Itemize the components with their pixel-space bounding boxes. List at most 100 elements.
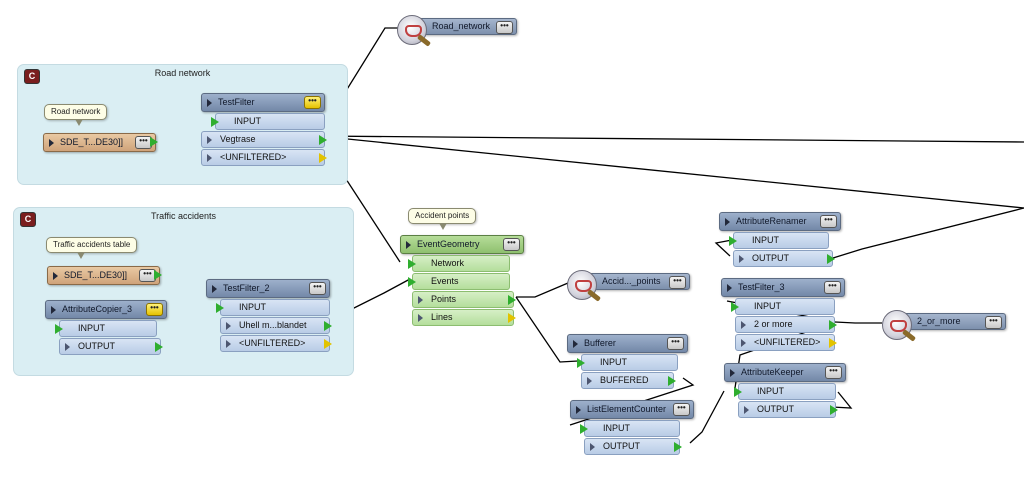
input-port-icon[interactable] [580, 424, 588, 434]
more-options-icon[interactable]: ••• [673, 403, 690, 416]
output-port[interactable]: <UNFILTERED> [220, 335, 332, 352]
output-port[interactable]: OUTPUT [59, 338, 163, 355]
writer-icon[interactable] [567, 270, 597, 300]
output-port[interactable]: OUTPUT [584, 438, 682, 455]
transformer-header[interactable]: AttributeRenamer ••• [719, 212, 841, 231]
reader-header[interactable]: SDE_T...DE30]] ••• [47, 266, 162, 285]
input-port[interactable]: INPUT [577, 354, 678, 371]
more-options-icon[interactable]: ••• [820, 215, 837, 228]
transformer-attributecopier[interactable]: AttributeCopier_3 ••• INPUT OUTPUT [45, 300, 167, 355]
more-options-icon[interactable]: ••• [824, 281, 841, 294]
more-options-icon[interactable]: ••• [669, 276, 686, 289]
output-port-icon[interactable] [827, 254, 835, 264]
input-port[interactable]: INPUT [731, 298, 835, 315]
output-port-icon[interactable] [668, 376, 676, 386]
more-options-icon[interactable]: ••• [496, 21, 513, 34]
input-port[interactable]: INPUT [734, 383, 836, 400]
transformer-testfilter-2[interactable]: TestFilter_2 ••• INPUT Uhell m...blandet… [206, 279, 332, 352]
more-options-icon[interactable]: ••• [139, 269, 156, 282]
output-port[interactable]: BUFFERED [581, 372, 676, 389]
expand-arrow-icon[interactable] [727, 284, 732, 292]
transformer-bufferer[interactable]: Bufferer ••• INPUT BUFFERED [567, 334, 688, 389]
transformer-listelementcounter[interactable]: ListElementCounter ••• INPUT OUTPUT [570, 400, 694, 455]
transformer-attributerenamer[interactable]: AttributeRenamer ••• INPUT OUTPUT [719, 212, 841, 267]
expand-arrow-icon[interactable] [590, 443, 595, 451]
transformer-header[interactable]: TestFilter_2 ••• [206, 279, 330, 298]
input-port-icon[interactable] [216, 303, 224, 313]
annotation-accident-points[interactable]: Accident points [408, 208, 477, 230]
writer-road-network[interactable]: Road_network ••• [397, 15, 517, 45]
reader-road-network[interactable]: SDE_T...DE30]] ••• [43, 133, 158, 152]
bookmark-icon[interactable]: C [24, 69, 40, 84]
writer-header[interactable]: Accid..._points ••• [587, 273, 690, 290]
input-port[interactable]: INPUT [55, 320, 157, 337]
transformer-eventgeometry[interactable]: EventGeometry ••• Network Events Points … [400, 235, 524, 326]
transformer-header[interactable]: AttributeCopier_3 ••• [45, 300, 167, 319]
input-port-icon[interactable] [211, 117, 219, 127]
writer-icon[interactable] [397, 15, 427, 45]
input-port-icon[interactable] [729, 236, 737, 246]
output-port-icon[interactable] [319, 135, 327, 145]
expand-arrow-icon[interactable] [739, 255, 744, 263]
output-port-icon[interactable] [508, 295, 516, 305]
expand-arrow-icon[interactable] [573, 340, 578, 348]
output-port[interactable]: Vegtrase [201, 131, 327, 148]
writer-icon[interactable] [882, 310, 912, 340]
expand-arrow-icon[interactable] [53, 272, 58, 280]
input-port[interactable]: Network [408, 255, 510, 272]
input-port-icon[interactable] [408, 259, 416, 269]
more-options-icon[interactable]: ••• [985, 316, 1002, 329]
input-port-icon[interactable] [408, 277, 416, 287]
expand-arrow-icon[interactable] [741, 321, 746, 329]
writer-header[interactable]: 2_or_more ••• [902, 313, 1006, 330]
input-port[interactable]: Events [408, 273, 510, 290]
more-options-icon[interactable]: ••• [146, 303, 163, 316]
output-port-icon[interactable] [829, 338, 837, 348]
bookmark-icon[interactable]: C [20, 212, 36, 227]
output-port-icon[interactable] [324, 339, 332, 349]
output-port-icon[interactable] [829, 320, 837, 330]
more-options-icon[interactable]: ••• [503, 238, 520, 251]
expand-arrow-icon[interactable] [406, 241, 411, 249]
output-port[interactable]: Lines [412, 309, 516, 326]
transformer-header[interactable]: Bufferer ••• [567, 334, 688, 353]
expand-arrow-icon[interactable] [418, 314, 423, 322]
annotation-road-network[interactable]: Road network [44, 104, 108, 126]
transformer-header[interactable]: EventGeometry ••• [400, 235, 524, 254]
output-port-icon[interactable] [150, 137, 158, 147]
expand-arrow-icon[interactable] [744, 406, 749, 414]
expand-arrow-icon[interactable] [725, 218, 730, 226]
writer-accid-points[interactable]: Accid..._points ••• [567, 270, 690, 300]
expand-arrow-icon[interactable] [51, 306, 56, 314]
output-port-icon[interactable] [155, 342, 163, 352]
expand-arrow-icon[interactable] [207, 99, 212, 107]
expand-arrow-icon[interactable] [49, 139, 54, 147]
reader-header[interactable]: SDE_T...DE30]] ••• [43, 133, 158, 152]
writer-header[interactable]: Road_network ••• [417, 18, 517, 35]
more-options-icon[interactable]: ••• [667, 337, 684, 350]
annotation-traffic-accidents[interactable]: Traffic accidents table [46, 237, 138, 259]
output-port[interactable]: Points [412, 291, 516, 308]
input-port[interactable]: INPUT [211, 113, 325, 130]
expand-arrow-icon[interactable] [576, 406, 581, 414]
output-port[interactable]: <UNFILTERED> [201, 149, 327, 166]
output-port[interactable]: OUTPUT [738, 401, 838, 418]
input-port[interactable]: INPUT [216, 299, 330, 316]
expand-arrow-icon[interactable] [207, 136, 212, 144]
input-port-icon[interactable] [55, 324, 63, 334]
expand-arrow-icon[interactable] [212, 285, 217, 293]
output-port[interactable]: <UNFILTERED> [735, 334, 837, 351]
expand-arrow-icon[interactable] [587, 377, 592, 385]
expand-arrow-icon[interactable] [65, 343, 70, 351]
output-port[interactable]: 2 or more [735, 316, 837, 333]
input-port-icon[interactable] [731, 302, 739, 312]
expand-arrow-icon[interactable] [730, 369, 735, 377]
output-port-icon[interactable] [324, 321, 332, 331]
output-port-icon[interactable] [319, 153, 327, 163]
more-options-icon[interactable]: ••• [825, 366, 842, 379]
input-port-icon[interactable] [577, 358, 585, 368]
output-port[interactable]: OUTPUT [733, 250, 835, 267]
expand-arrow-icon[interactable] [226, 322, 231, 330]
expand-arrow-icon[interactable] [418, 296, 423, 304]
input-port[interactable]: INPUT [580, 420, 680, 437]
